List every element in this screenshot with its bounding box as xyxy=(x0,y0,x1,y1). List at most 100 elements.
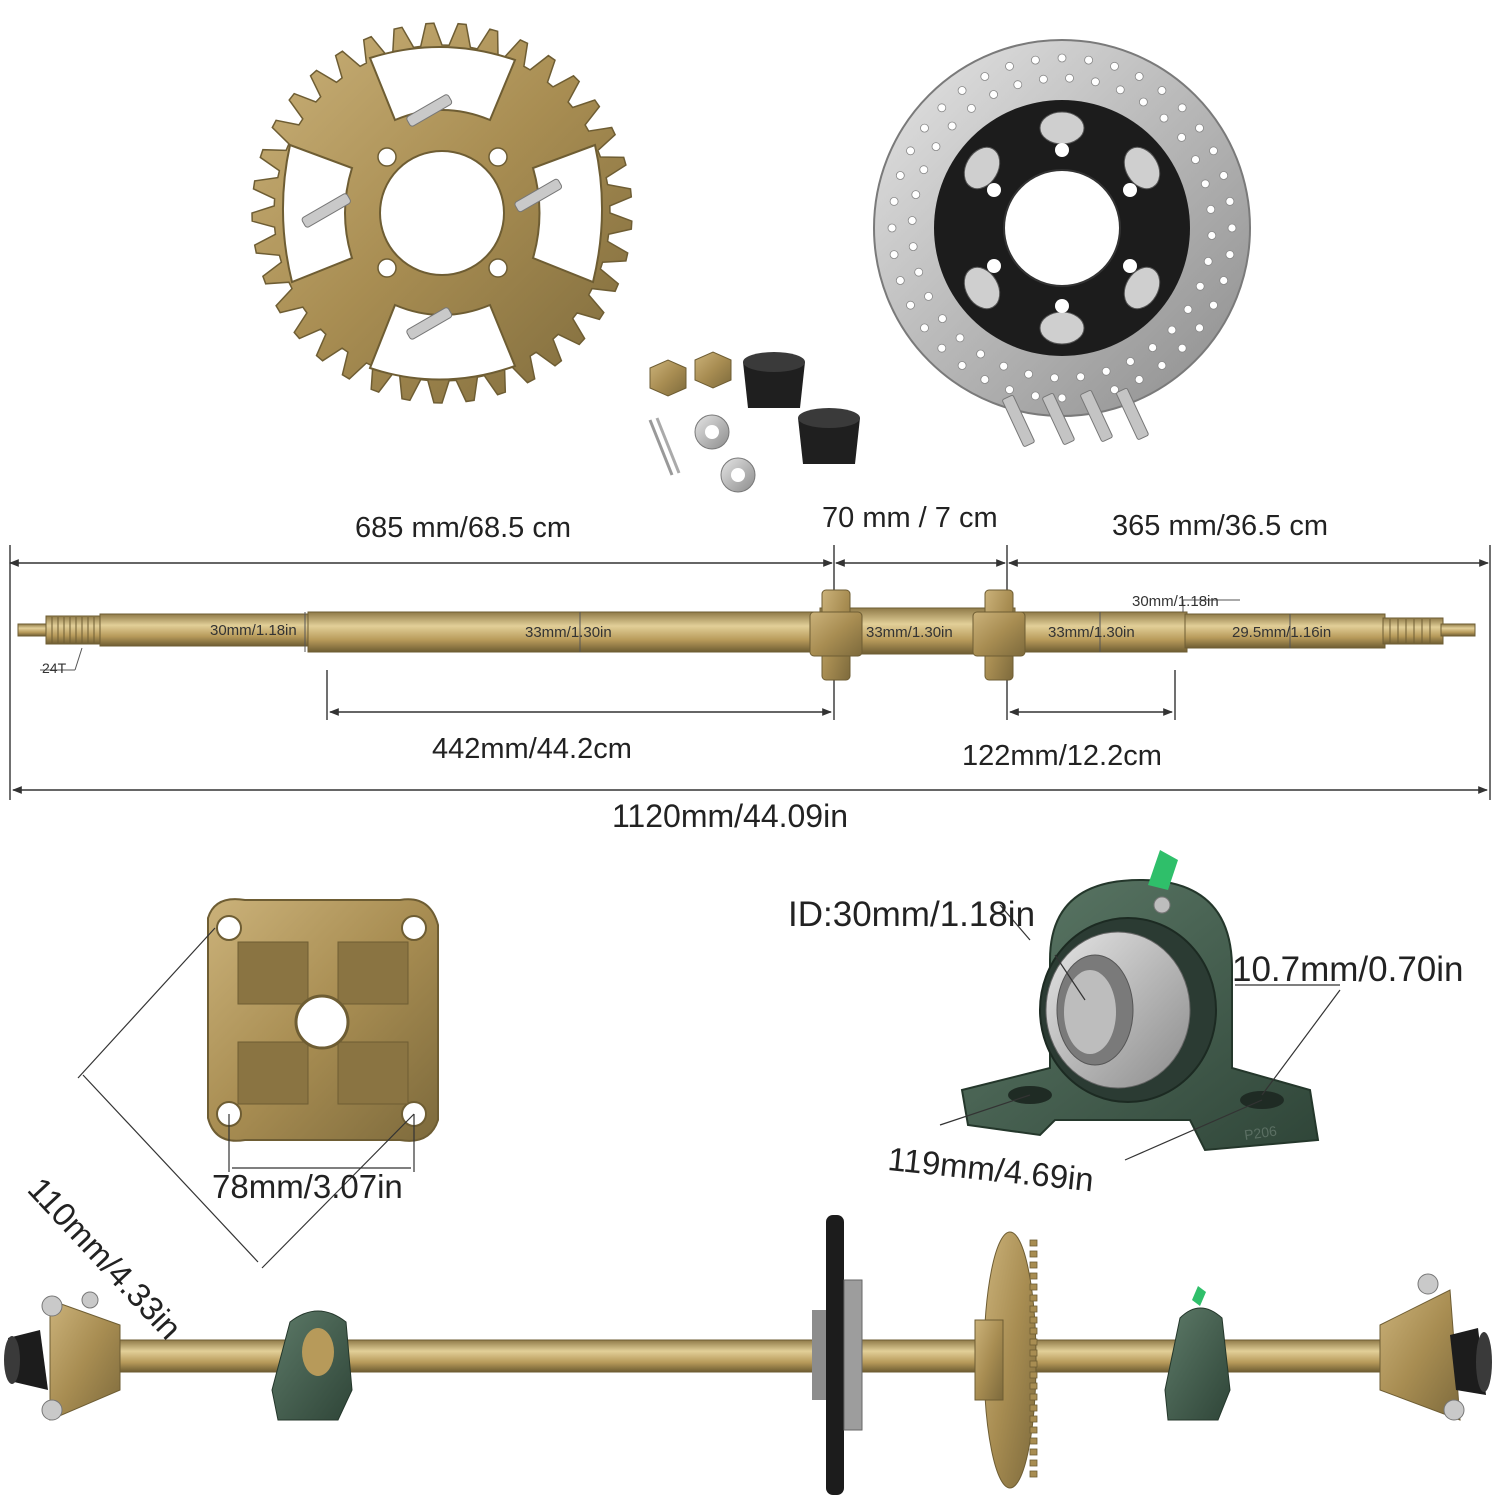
disc-hole xyxy=(1110,385,1119,395)
shaft-label-left-main: 33mm/1.30in xyxy=(525,624,612,641)
dim-right-section: 365 mm/36.5 cm xyxy=(1112,510,1328,542)
disc-hole xyxy=(1057,393,1067,403)
sprocket-tooth xyxy=(1029,1338,1038,1346)
disc-hole xyxy=(1157,361,1167,370)
disc-hole xyxy=(1225,250,1235,260)
sprocket-tooth xyxy=(1029,1360,1038,1368)
disc-hole xyxy=(920,123,929,133)
disc-hole xyxy=(1157,86,1167,95)
dim-left-lower: 442mm/44.2cm xyxy=(432,733,632,765)
sprocket-tooth xyxy=(1029,1316,1038,1324)
disc-hole xyxy=(1207,231,1217,240)
disc-hole xyxy=(1039,74,1048,84)
disc-hole xyxy=(1195,281,1205,291)
disc-hole xyxy=(1115,85,1125,95)
sprocket-tooth xyxy=(1029,1404,1038,1412)
disc-hole xyxy=(931,142,941,152)
disc-hole xyxy=(907,216,917,225)
sprocket-tooth xyxy=(1029,1250,1038,1258)
disc-hole xyxy=(1134,375,1144,384)
disc-hole xyxy=(1200,179,1210,189)
dim-right-lower: 122mm/12.2cm xyxy=(962,740,1162,772)
axle-assembly-icon xyxy=(4,1215,1492,1495)
shaft-label-right-top: 30mm/1.18in xyxy=(1132,593,1219,610)
disc-hole xyxy=(906,300,915,310)
disc-hole xyxy=(1225,196,1235,206)
bearing-inner-diameter: ID:30mm/1.18in xyxy=(788,895,1036,934)
disc-hole xyxy=(1134,72,1144,81)
disc-hole xyxy=(1084,55,1093,65)
disc-hole xyxy=(1031,391,1040,401)
sprocket-icon xyxy=(251,22,633,404)
shaft-label-left-end: 30mm/1.18in xyxy=(210,622,297,639)
axle-shaft xyxy=(17,589,1476,681)
disc-hole xyxy=(967,104,976,113)
disc-hole xyxy=(1177,132,1186,142)
casting-mark: P206 xyxy=(1243,1123,1278,1143)
disc-hole xyxy=(1076,372,1085,382)
sprocket-tooth xyxy=(1029,1261,1038,1269)
disc-hole xyxy=(1065,73,1074,83)
disc-hole xyxy=(1167,325,1177,335)
disc-hole xyxy=(908,242,918,252)
disc-hole xyxy=(957,361,967,370)
disc-hole xyxy=(889,250,899,260)
disc-hole xyxy=(1219,171,1229,180)
disc-hole xyxy=(1024,369,1033,379)
sprocket-tooth xyxy=(1029,1426,1038,1434)
disc-hole xyxy=(937,103,947,113)
dim-left-section: 685 mm/68.5 cm xyxy=(355,512,571,544)
disc-hole xyxy=(1191,155,1200,165)
disc-hole xyxy=(980,375,990,384)
bearing-hole: 10.7mm/0.70in xyxy=(1232,950,1464,989)
disc-hole xyxy=(1110,61,1119,71)
sprocket-tooth xyxy=(1029,1470,1038,1478)
shaft-label-center: 33mm/1.30in xyxy=(866,624,953,641)
disc-hole xyxy=(976,349,985,359)
disc-hole xyxy=(1209,300,1218,310)
sprocket-tooth xyxy=(1029,1239,1038,1247)
sprocket-tooth xyxy=(1029,1459,1038,1467)
disc-hole xyxy=(947,121,957,131)
disc-hole xyxy=(1219,276,1229,285)
sprocket-tooth xyxy=(1029,1327,1038,1335)
sprocket-tooth xyxy=(1029,1294,1038,1302)
disc-hole xyxy=(1005,61,1014,71)
spline-count: 24T xyxy=(42,660,67,676)
disc-hole xyxy=(1209,146,1218,156)
disc-hole xyxy=(920,323,929,333)
sprocket-tooth xyxy=(1029,1382,1038,1390)
disc-hole xyxy=(1005,385,1014,395)
disc-hole xyxy=(1183,304,1193,314)
disc-hole xyxy=(938,314,947,324)
disc-hole xyxy=(1177,103,1187,113)
sprocket-tooth xyxy=(1029,1349,1038,1357)
disc-hole xyxy=(999,361,1009,371)
disc-hole xyxy=(1126,357,1135,366)
disc-hole xyxy=(919,165,929,175)
disc-hole xyxy=(911,190,921,200)
disc-hole xyxy=(1139,97,1148,107)
hub-icon xyxy=(77,898,439,1269)
sprocket-tooth xyxy=(1029,1283,1038,1291)
disc-hole xyxy=(1148,343,1157,353)
pillow-bearing-icon: P206 xyxy=(939,850,1341,1161)
disc-hole xyxy=(957,86,967,95)
disc-hole xyxy=(980,72,990,81)
disc-hole xyxy=(1195,323,1204,333)
dimension-lines xyxy=(9,545,1491,800)
disc-hole xyxy=(937,343,947,353)
disc-hole xyxy=(895,171,905,180)
sprocket-tooth xyxy=(1029,1305,1038,1313)
disc-hole xyxy=(895,276,905,285)
disc-hole xyxy=(1206,204,1216,214)
disc-hole xyxy=(1227,223,1237,233)
brake-disc-icon xyxy=(873,39,1251,447)
sprocket-tooth xyxy=(1029,1437,1038,1445)
disc-hole xyxy=(1031,55,1040,65)
disc-hole xyxy=(1195,123,1204,133)
disc-hole xyxy=(906,146,915,156)
dim-overall-length: 1120mm/44.09in xyxy=(612,798,848,834)
sprocket-tooth xyxy=(1029,1393,1038,1401)
